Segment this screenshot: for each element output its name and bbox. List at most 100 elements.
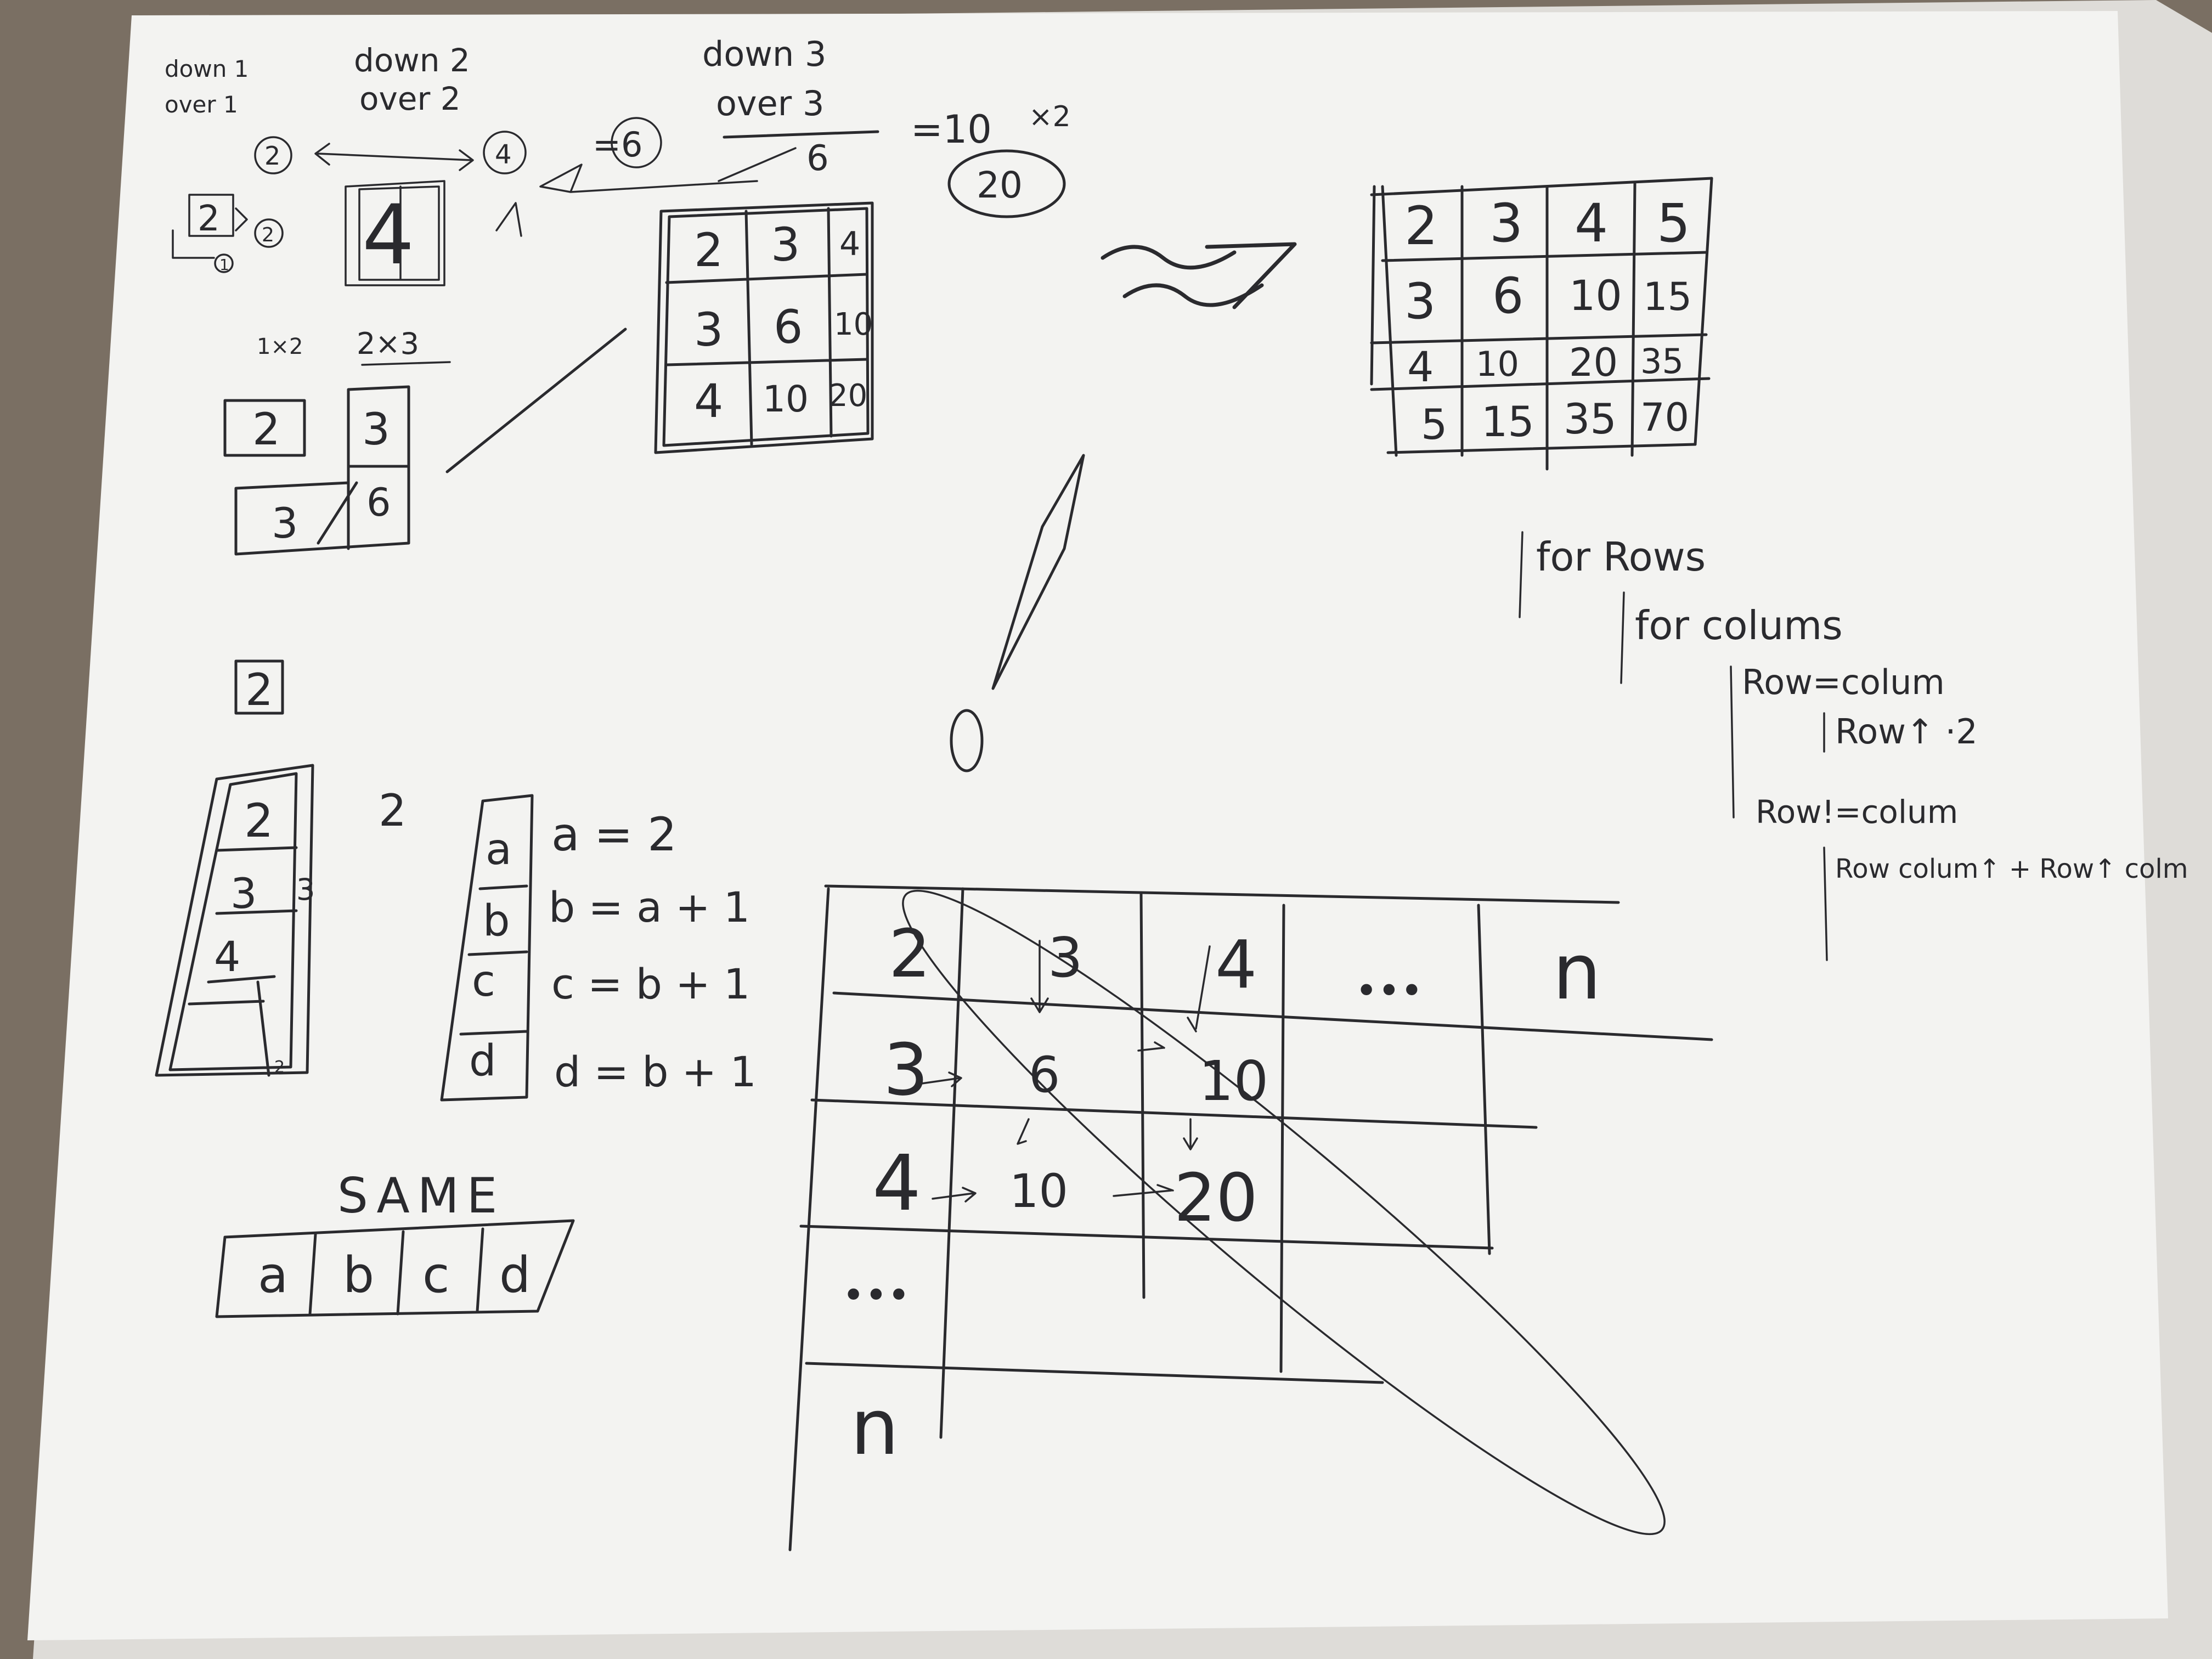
grid3-cell-7: 10 [763, 378, 809, 420]
circle-2b-num: 2 [262, 224, 274, 246]
grid4-cell-1: 3 [1489, 193, 1523, 254]
big-n: n [850, 1383, 899, 1472]
pseudo-line-6: Row colum↑ + Row↑ colm [1835, 854, 2188, 884]
circle-6 [611, 117, 662, 168]
grid4-cell-6: 10 [1569, 271, 1622, 320]
size-2x3: 2×3 [357, 326, 419, 361]
grid4-cell-13: 15 [1481, 397, 1534, 446]
pseudo-line-4: Row↑ ·2 [1835, 712, 1978, 752]
same-row: a b c d [215, 1219, 575, 1318]
note-eq10: =10 [911, 107, 992, 152]
grid4-cell-5: 6 [1492, 267, 1523, 325]
letter-b: b [483, 896, 510, 946]
pseudo-line-1: for Rows [1536, 534, 1706, 580]
circle-1-num: 1 [219, 256, 229, 274]
big-header-1: 3 [1048, 926, 1083, 990]
big-row2-1: 10 [1009, 1164, 1068, 1218]
small-grid-lines [234, 385, 410, 556]
pseudo-line-5: Row!=colum [1756, 793, 1958, 831]
note-over-3: over 3 [716, 83, 824, 123]
grid4-cell-2: 4 [1575, 193, 1608, 254]
single-box-2-num: 2 [245, 664, 273, 715]
big-header-4: n [1553, 928, 1601, 1017]
letter-d: d [469, 1036, 496, 1086]
pseudo-line-2: for colums [1635, 602, 1843, 648]
big-row2-0: 4 [872, 1139, 921, 1228]
grid4-cell-3: 5 [1657, 193, 1690, 254]
pseudo-bar-5 [1823, 847, 1828, 961]
grid3-cell-0: 2 [694, 223, 723, 277]
note-eq6: =6 [592, 125, 642, 165]
note-x2: ×2 [1029, 100, 1071, 133]
note-down-3: down 3 [702, 34, 826, 74]
link-stroke [445, 328, 627, 473]
tiny-corner-arrow [172, 207, 248, 259]
column-val-0: 2 [244, 794, 273, 848]
same-label: SAME [337, 1167, 505, 1224]
grid3-cell-2: 4 [839, 225, 860, 263]
big-header-2: 4 [1215, 927, 1257, 1003]
vertical-column: 2 3 4 3 2 [155, 764, 315, 1077]
note-down-2: down 2 [354, 42, 470, 79]
small-grid-cell-3b: 3 [272, 499, 298, 548]
equation-d: d = b + 1 [554, 1047, 757, 1096]
same-cell-a: a [258, 1246, 288, 1304]
circle-4-num: 4 [495, 139, 512, 170]
size-1x2: 1×2 [257, 334, 303, 359]
column-val-1: 3 [230, 869, 257, 918]
pseudo-line-3: Row=colum [1742, 662, 1945, 702]
grid3-cell-6: 4 [694, 374, 723, 428]
grid4-cell-14: 35 [1564, 394, 1617, 443]
big-row2-2: 20 [1174, 1160, 1258, 1237]
note-20: 20 [977, 164, 1023, 206]
circle-2b [254, 218, 284, 248]
exclamation-dot [950, 709, 984, 772]
big-row1-2: 10 [1199, 1049, 1268, 1113]
equation-a: a = 2 [551, 808, 677, 861]
tiny-box-2-num: 2 [198, 199, 220, 239]
grid3-cell-4: 6 [774, 300, 803, 354]
small-grid-cell-3a: 3 [362, 404, 390, 455]
grid3-cell-1: 3 [771, 218, 800, 272]
small-grid-cell-2: 2 [252, 404, 280, 455]
lone-2: 2 [379, 785, 407, 836]
big-row1-1: 6 [1029, 1046, 1060, 1104]
note-over-2: over 2 [359, 80, 461, 117]
equation-c: c = b + 1 [551, 960, 750, 1008]
grid4-cell-15: 70 [1640, 395, 1689, 440]
small-box-4-frame [345, 180, 445, 286]
approx-arrow [1101, 242, 1297, 309]
big-table: 2 3 4 ••• n 3 6 10 4 10 20 ••• n [788, 884, 1713, 1551]
triangle-arrow [495, 163, 758, 237]
grid-4x4: 2 3 4 5 3 6 10 15 4 10 20 35 5 15 35 70 [1370, 177, 1713, 471]
grid4-cell-0: 2 [1404, 195, 1438, 257]
grid4-cell-12: 5 [1421, 400, 1447, 449]
note-divider [723, 130, 879, 139]
pseudo-bar-1 [1519, 531, 1523, 618]
grid4-cell-7: 15 [1643, 274, 1692, 319]
grid4-cell-4: 3 [1404, 273, 1436, 330]
big-header-3: ••• [1355, 968, 1423, 1013]
grid3-cell-8: 20 [828, 378, 867, 414]
grid4-cell-8: 4 [1407, 342, 1434, 391]
pseudo-bar-3 [1730, 665, 1735, 819]
big-header-0: 2 [889, 916, 930, 992]
size-underline [361, 361, 451, 366]
grid4-cell-9: 10 [1476, 344, 1519, 384]
circle-2a-num: 2 [264, 141, 280, 171]
note-six: 6 [806, 138, 829, 179]
same-cell-c: c [422, 1246, 449, 1304]
grid4-cell-11: 35 [1640, 341, 1684, 381]
grid3-cell-5: 10 [834, 307, 873, 342]
column-side-2: 2 [274, 1058, 285, 1077]
column-val-2: 4 [214, 932, 240, 981]
circle-4 [483, 131, 527, 174]
pseudo-bar-2 [1620, 591, 1625, 684]
exclamation-mark [991, 454, 1085, 690]
single-box-2 [234, 659, 284, 715]
circle-1 [214, 253, 234, 273]
grid3-cell-3: 3 [694, 303, 723, 357]
letter-column: a b c d [440, 794, 534, 1102]
grid4-cell-10: 20 [1569, 340, 1618, 385]
double-arrow [314, 143, 474, 171]
